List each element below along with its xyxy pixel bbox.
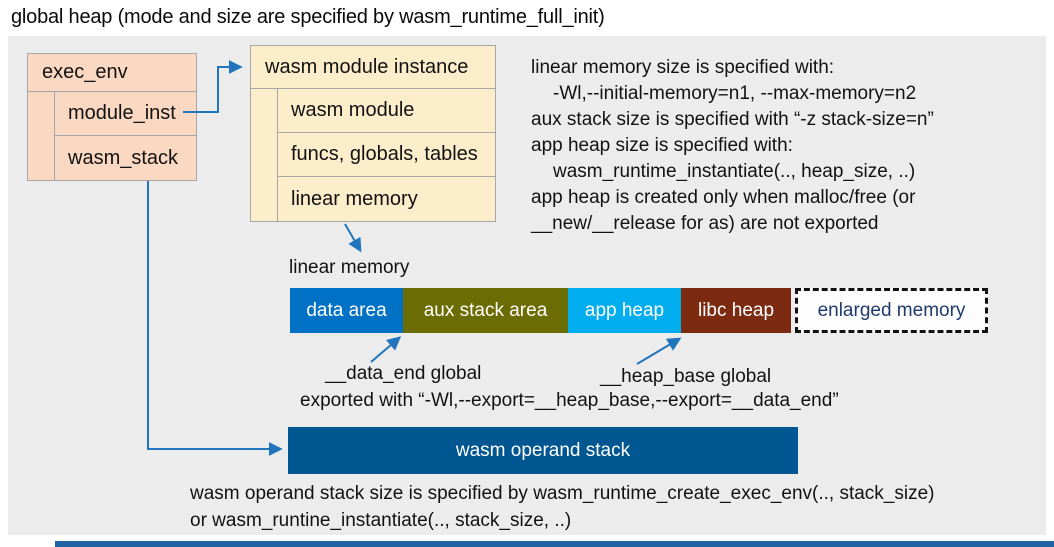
heap-base-global-label: __heap_base global (600, 366, 772, 387)
module-instance-rows: wasm module funcs, globals, tables linea… (277, 89, 495, 221)
segment-enlarged-memory: enlarged memory (795, 288, 988, 333)
exec-env-rows: module_inst wasm_stack (54, 92, 196, 180)
note-line: -Wl,--initial-memory=n1, --max-memory=n2 (553, 83, 917, 104)
module-instance-box: wasm module instance wasm module funcs, … (250, 45, 496, 222)
exec-env-row-wasm-stack: wasm_stack (68, 146, 179, 169)
memory-size-notes: linear memory size is specified with: -W… (531, 55, 1043, 237)
exec-env-row-module-inst: module_inst (55, 92, 196, 136)
module-instance-header: wasm module instance (251, 46, 495, 89)
segment-app-heap: app heap (568, 288, 681, 333)
note-line: app heap is created only when malloc/fre… (531, 187, 916, 208)
note-line: aux stack size is specified with “-z sta… (531, 109, 934, 130)
exec-env-box: exec_env module_inst wasm_stack (27, 53, 197, 181)
module-instance-row-linear-memory: linear memory (291, 187, 418, 210)
diagram-title: global heap (mode and size are specified… (11, 6, 605, 28)
operand-stack-note-line: or wasm_runtine_instantiate(.., stack_si… (190, 510, 572, 531)
note-line: linear memory size is specified with: (531, 57, 835, 78)
linear-memory-bar: data area aux stack area app heap libc h… (290, 288, 988, 333)
bottom-edge-strip (55, 541, 1054, 547)
segment-libc-heap: libc heap (681, 288, 791, 333)
linear-memory-label: linear memory (289, 257, 410, 278)
exec-env-header: exec_env (28, 54, 196, 92)
segment-data-area: data area (290, 288, 403, 333)
segment-aux-stack-area: aux stack area (403, 288, 568, 333)
module-instance-row-wasm-module: wasm module (278, 89, 495, 133)
note-line: wasm_runtime_instantiate(.., heap_size, … (553, 161, 916, 182)
note-line: app heap size is specified with: (531, 135, 793, 156)
operand-stack-note: wasm operand stack size is specified by … (190, 480, 935, 534)
data-end-global-label: __data_end global (325, 363, 482, 384)
operand-stack-note-line: wasm operand stack size is specified by … (190, 483, 935, 504)
wasm-operand-stack-box: wasm operand stack (288, 427, 798, 474)
note-line: __new/__release for as) are not exported (531, 213, 879, 234)
exported-with-label: exported with “-Wl,--export=__heap_base,… (300, 390, 839, 411)
module-instance-row-funcs-globals-tables: funcs, globals, tables (278, 133, 495, 177)
